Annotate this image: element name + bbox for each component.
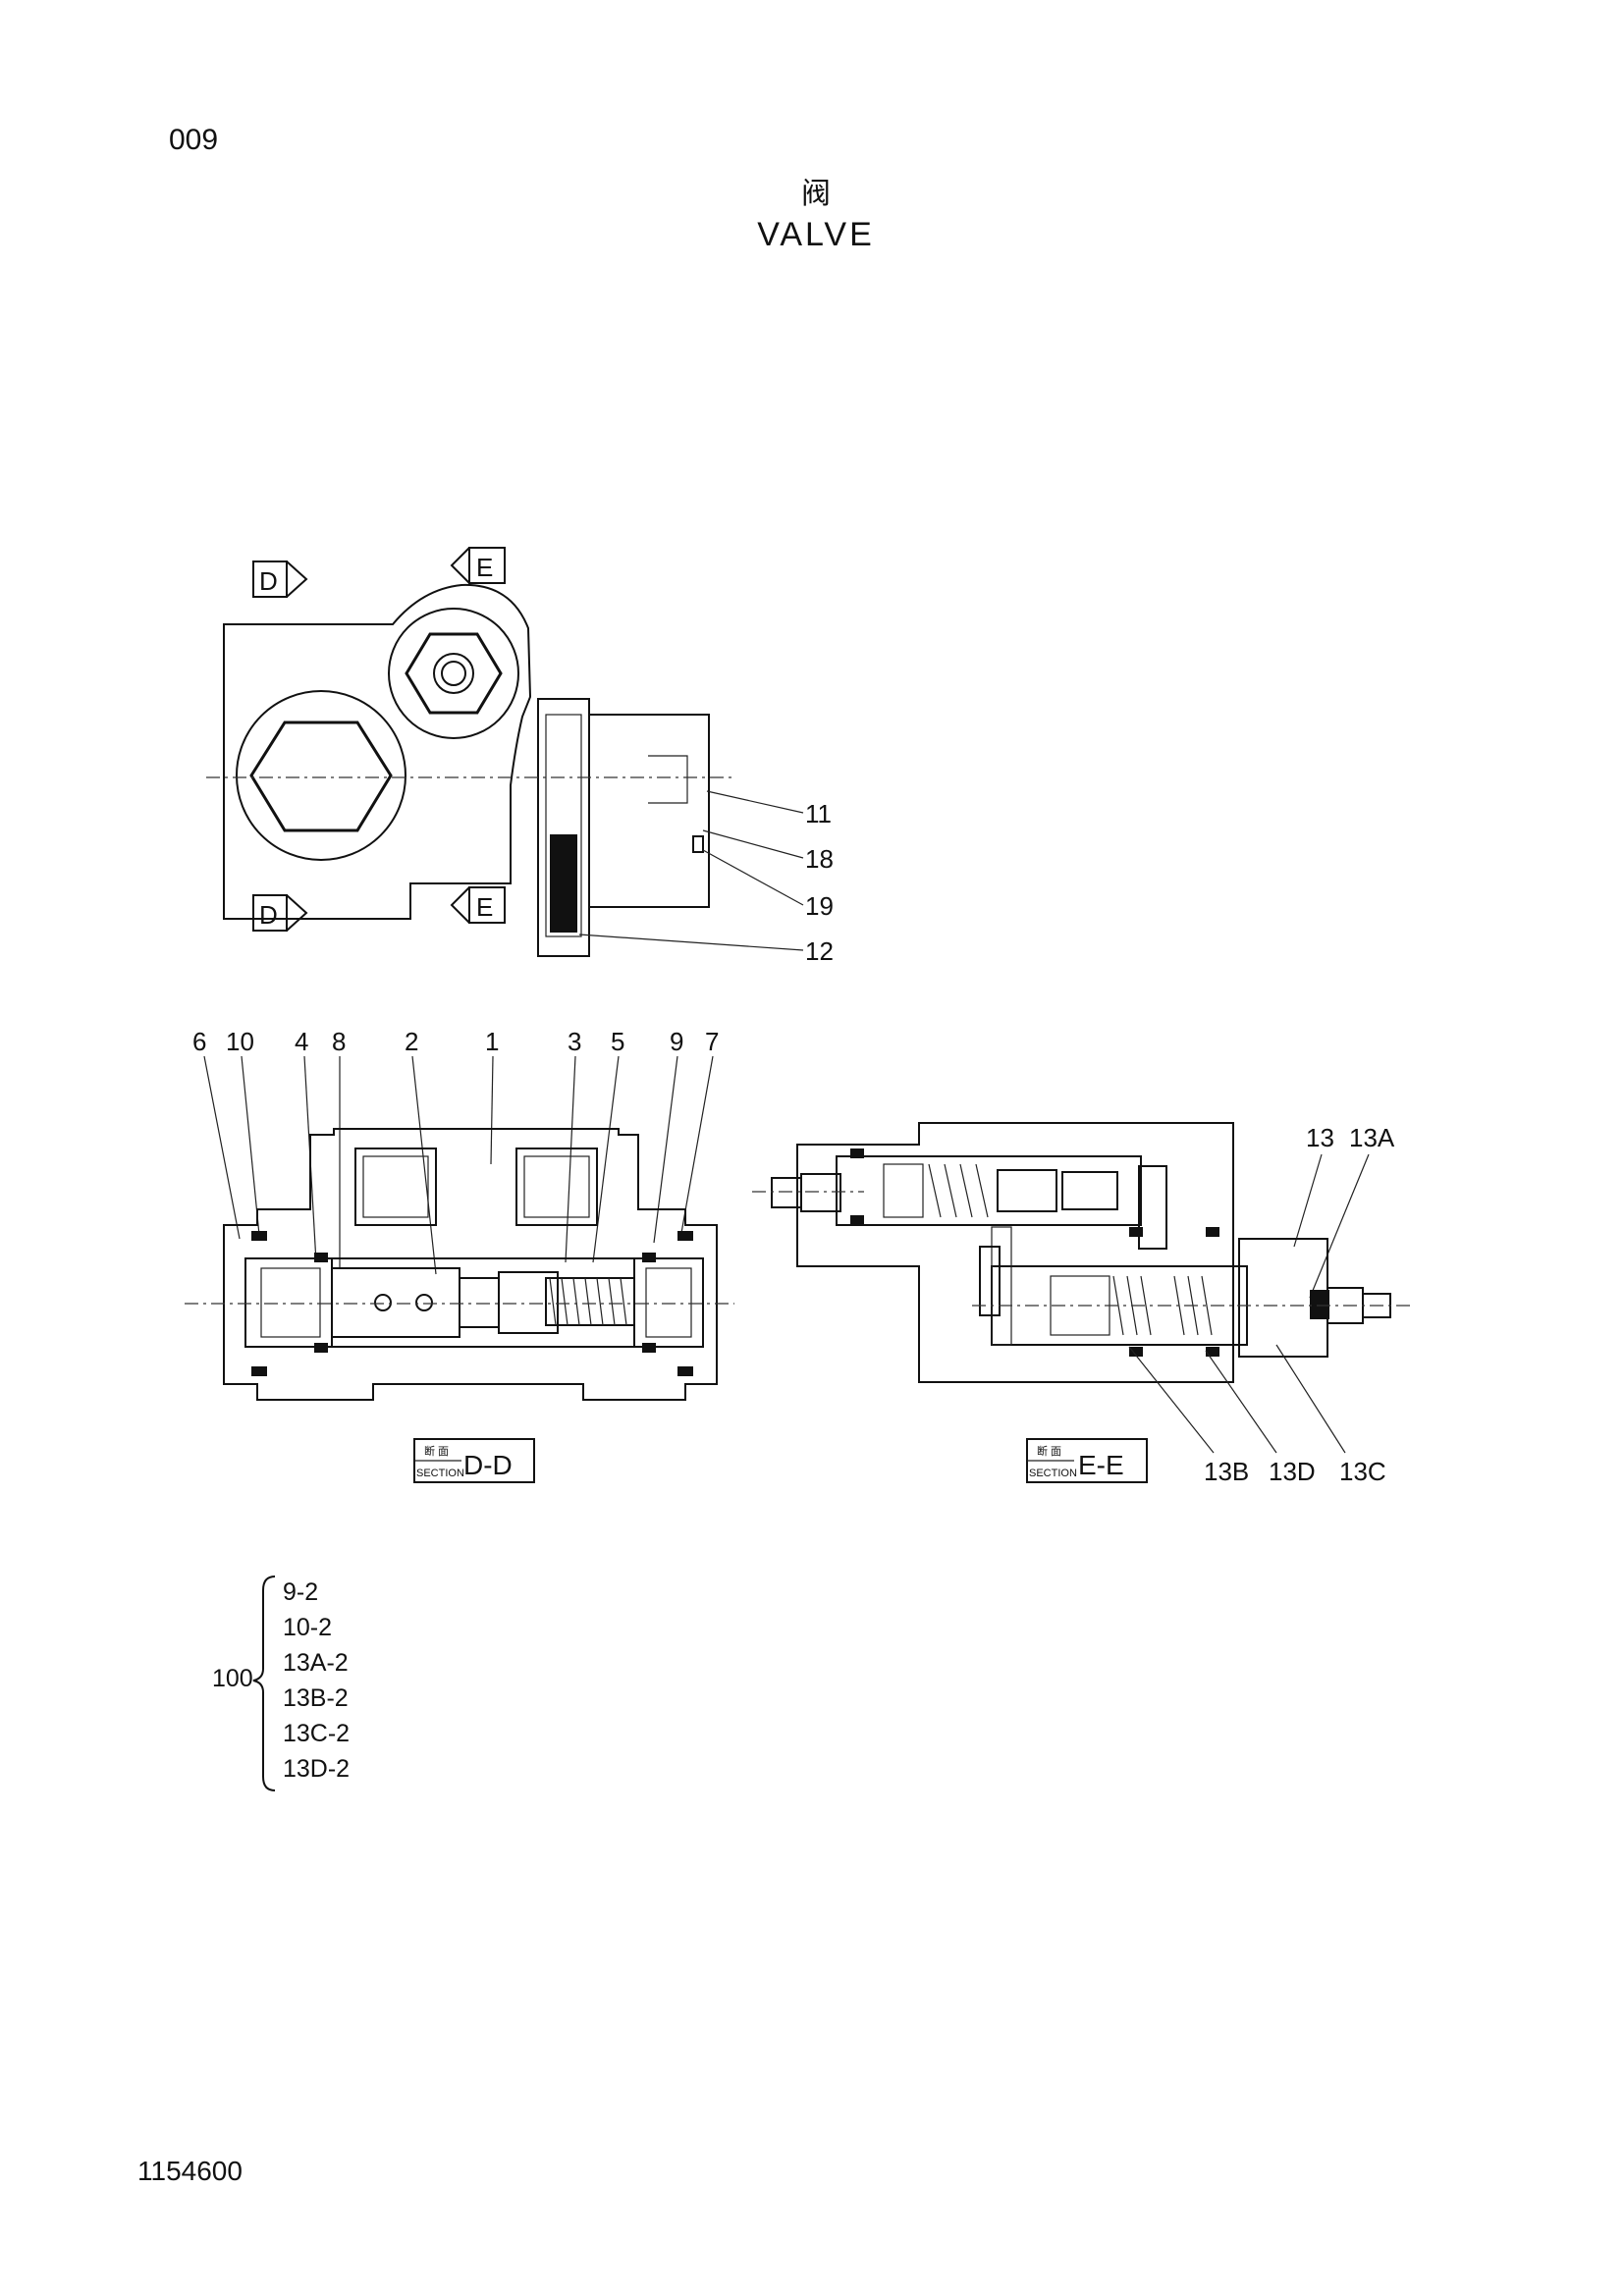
callout-3: 3: [568, 1027, 581, 1056]
section-marker-e-top-label: E: [476, 553, 493, 582]
section-dd-caption: 断 面 SECTION D-D: [413, 1438, 535, 1483]
callout-13c: 13C: [1339, 1457, 1386, 1486]
callout-5: 5: [611, 1027, 624, 1056]
section-marker-e-bottom: E: [450, 886, 506, 924]
section-ee-caption-cn: 断 面: [1037, 1444, 1061, 1458]
callout-13: 13: [1306, 1123, 1334, 1152]
callout-19: 19: [805, 891, 834, 921]
callout-7: 7: [705, 1027, 719, 1056]
title-chinese-text: 阀: [801, 177, 831, 211]
title-english-text: VALVE: [757, 216, 875, 253]
section-marker-d-top: D: [252, 561, 308, 598]
callout-6: 6: [192, 1027, 206, 1056]
callout-10: 10: [226, 1027, 254, 1056]
section-ee-view: 13 13A: [752, 1122, 1414, 1486]
section-marker-e-top: E: [450, 547, 506, 584]
callout-4: 4: [295, 1027, 308, 1056]
callout-12: 12: [805, 936, 834, 966]
callout-18: 18: [805, 844, 834, 874]
kit-item-13d-2: 13D-2: [283, 1755, 350, 1783]
callout-11: 11: [805, 799, 832, 828]
section-ee-caption: 断 面 SECTION E-E: [1026, 1438, 1148, 1483]
callout-2: 2: [405, 1027, 418, 1056]
section-dd-caption-cn: 断 面: [424, 1444, 449, 1458]
section-marker-d-top-label: D: [259, 566, 278, 596]
section-dd-view: 6 10 4 8 2 1 3 5 9 7: [185, 1027, 734, 1483]
kit-item-13c-2: 13C-2: [283, 1720, 350, 1747]
kit-number: 100: [212, 1665, 253, 1692]
kit-item-13a-2: 13A-2: [283, 1649, 349, 1677]
title-chinese: 阀: [0, 169, 1624, 212]
callout-13b: 13B: [1204, 1457, 1249, 1486]
seal-kit-list: 100 9-2 10-2 13A-2 13B-2 13C-2 13D-2: [212, 1575, 350, 1791]
callout-8: 8: [332, 1027, 346, 1056]
section-dd-caption-en: SECTION: [416, 1468, 464, 1479]
page-number: 009: [169, 124, 219, 156]
valve-top-view: D E D E: [206, 547, 834, 966]
callout-13a: 13A: [1349, 1123, 1395, 1152]
kit-item-13b-2: 13B-2: [283, 1684, 349, 1712]
section-ee-caption-en: SECTION: [1029, 1468, 1077, 1479]
title-english: VALVE: [0, 216, 1624, 254]
callout-1: 1: [485, 1027, 499, 1056]
section-marker-d-bottom: D: [252, 894, 308, 932]
callout-13d: 13D: [1269, 1457, 1316, 1486]
section-dd-caption-label: D-D: [463, 1450, 513, 1480]
section-ee-caption-label: E-E: [1078, 1450, 1124, 1480]
callout-9: 9: [670, 1027, 683, 1056]
section-marker-e-bottom-label: E: [476, 892, 493, 922]
document-number: 1154600: [137, 2156, 243, 2186]
kit-item-9-2: 9-2: [283, 1578, 318, 1606]
section-marker-d-bottom-label: D: [259, 900, 278, 930]
kit-item-10-2: 10-2: [283, 1614, 332, 1641]
